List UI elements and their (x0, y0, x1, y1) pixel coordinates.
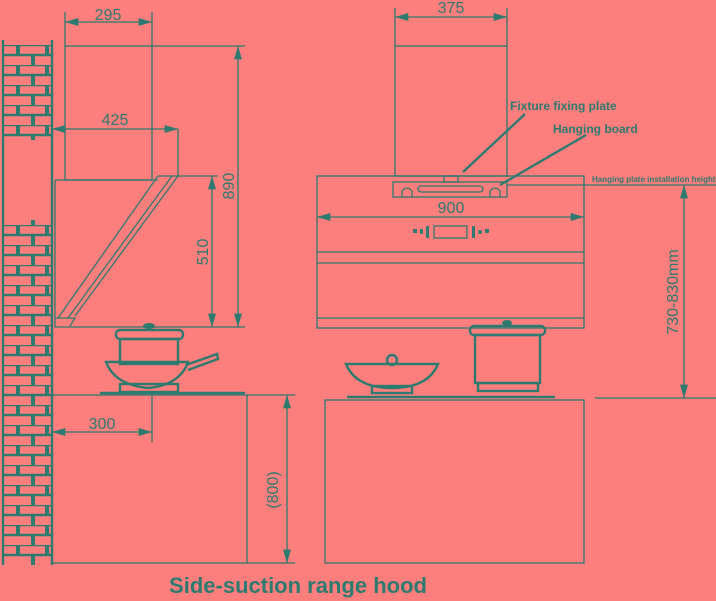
hanging-board-leader (499, 133, 587, 187)
hanging-plate (392, 175, 508, 198)
brick-wall (1, 40, 54, 565)
front-view: 375 900 Fixture fixing plate Hanging boa… (316, 0, 716, 564)
fixture-plate-label: Fixture fixing plate (510, 99, 617, 113)
install-height-label: Hanging plate installation height (592, 175, 716, 184)
front-chimney (394, 45, 508, 177)
hanging-board-label: Hanging board (553, 122, 638, 136)
dim-295-label: 295 (95, 7, 122, 24)
dim-300-label: 300 (89, 416, 116, 433)
diagram-title: Side-suction range hood (169, 573, 427, 598)
dim-730-830-label: 730-830mm (665, 249, 682, 334)
dim-890-label: 890 (221, 173, 238, 200)
dim-800-label: (800) (265, 471, 282, 508)
dim-425-label: 425 (102, 112, 129, 129)
dim-900-label: 900 (438, 200, 465, 217)
front-cookware (344, 320, 555, 399)
side-hood-body (54, 179, 245, 328)
side-slanted-panel (55, 175, 179, 327)
dim-510-label: 510 (195, 239, 212, 266)
control-panel (413, 225, 489, 239)
fixture-plate-leader (462, 113, 526, 173)
side-cabinet (51, 394, 248, 564)
side-cookware (100, 323, 245, 395)
dim-375-label: 375 (438, 0, 465, 17)
front-cabinet (324, 399, 585, 564)
side-view: 295 890 425 510 300 (800) (51, 7, 295, 564)
